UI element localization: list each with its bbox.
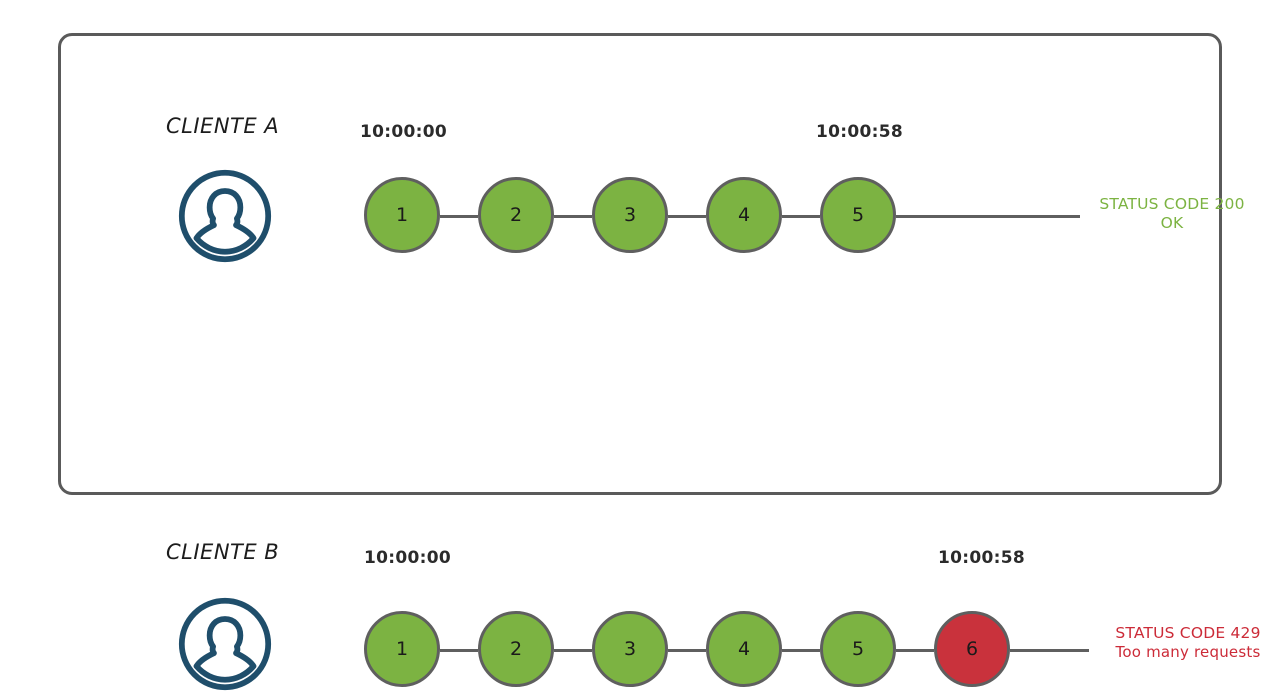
request-node-label: 2 <box>509 204 523 226</box>
client-a-label: CLIENTE A <box>166 114 280 138</box>
client-b-label: CLIENTE B <box>166 540 280 564</box>
connector-b-3 <box>668 649 706 652</box>
request-node-label: 1 <box>395 638 409 660</box>
status-code-b: STATUS CODE 429 <box>1115 624 1261 642</box>
response-line-b <box>1010 649 1089 652</box>
connector-b-2 <box>554 649 592 652</box>
connector-a-4 <box>782 215 820 218</box>
request-node-a-2[interactable]: 2 <box>478 177 554 253</box>
status-message-a: OK <box>1160 213 1184 232</box>
request-node-b-6[interactable]: 6 <box>934 611 1010 687</box>
diagram-frame: CLIENTE A 10:00:00 10:00:58 1 2 <box>58 33 1260 691</box>
user-avatar-icon <box>177 596 273 692</box>
request-node-a-1[interactable]: 1 <box>364 177 440 253</box>
request-node-label: 5 <box>851 204 865 226</box>
diagram-canvas: CLIENTE A 10:00:00 10:00:58 1 2 <box>58 33 1260 691</box>
request-node-label: 1 <box>395 204 409 226</box>
connector-a-1 <box>440 215 478 218</box>
status-badge-b: STATUS CODE 429 Too many requests <box>1090 624 1280 661</box>
timestamp-end-a: 10:00:58 <box>816 122 903 142</box>
request-node-label: 5 <box>851 638 865 660</box>
connector-b-4 <box>782 649 820 652</box>
user-avatar-icon <box>177 168 273 264</box>
request-node-b-2[interactable]: 2 <box>478 611 554 687</box>
connector-b-1 <box>440 649 478 652</box>
connector-b-5 <box>896 649 934 652</box>
request-node-label: 4 <box>737 638 751 660</box>
timestamp-end-b: 10:00:58 <box>938 548 1025 568</box>
request-node-b-5[interactable]: 5 <box>820 611 896 687</box>
status-message-b: Too many requests <box>1115 642 1261 661</box>
request-node-a-4[interactable]: 4 <box>706 177 782 253</box>
request-node-label: 6 <box>965 638 979 660</box>
timestamp-start-b: 10:00:00 <box>364 548 451 568</box>
request-node-b-1[interactable]: 1 <box>364 611 440 687</box>
connector-a-3 <box>668 215 706 218</box>
request-node-a-3[interactable]: 3 <box>592 177 668 253</box>
status-badge-a: STATUS CODE 200 OK <box>1087 195 1257 233</box>
request-node-label: 4 <box>737 204 751 226</box>
request-node-b-3[interactable]: 3 <box>592 611 668 687</box>
request-node-label: 3 <box>623 204 637 226</box>
request-node-b-4[interactable]: 4 <box>706 611 782 687</box>
response-line-a <box>896 215 1080 218</box>
connector-a-2 <box>554 215 592 218</box>
request-node-label: 3 <box>623 638 637 660</box>
request-node-label: 2 <box>509 638 523 660</box>
timestamp-start-a: 10:00:00 <box>360 122 447 142</box>
request-node-a-5[interactable]: 5 <box>820 177 896 253</box>
status-code-a: STATUS CODE 200 <box>1099 195 1245 213</box>
